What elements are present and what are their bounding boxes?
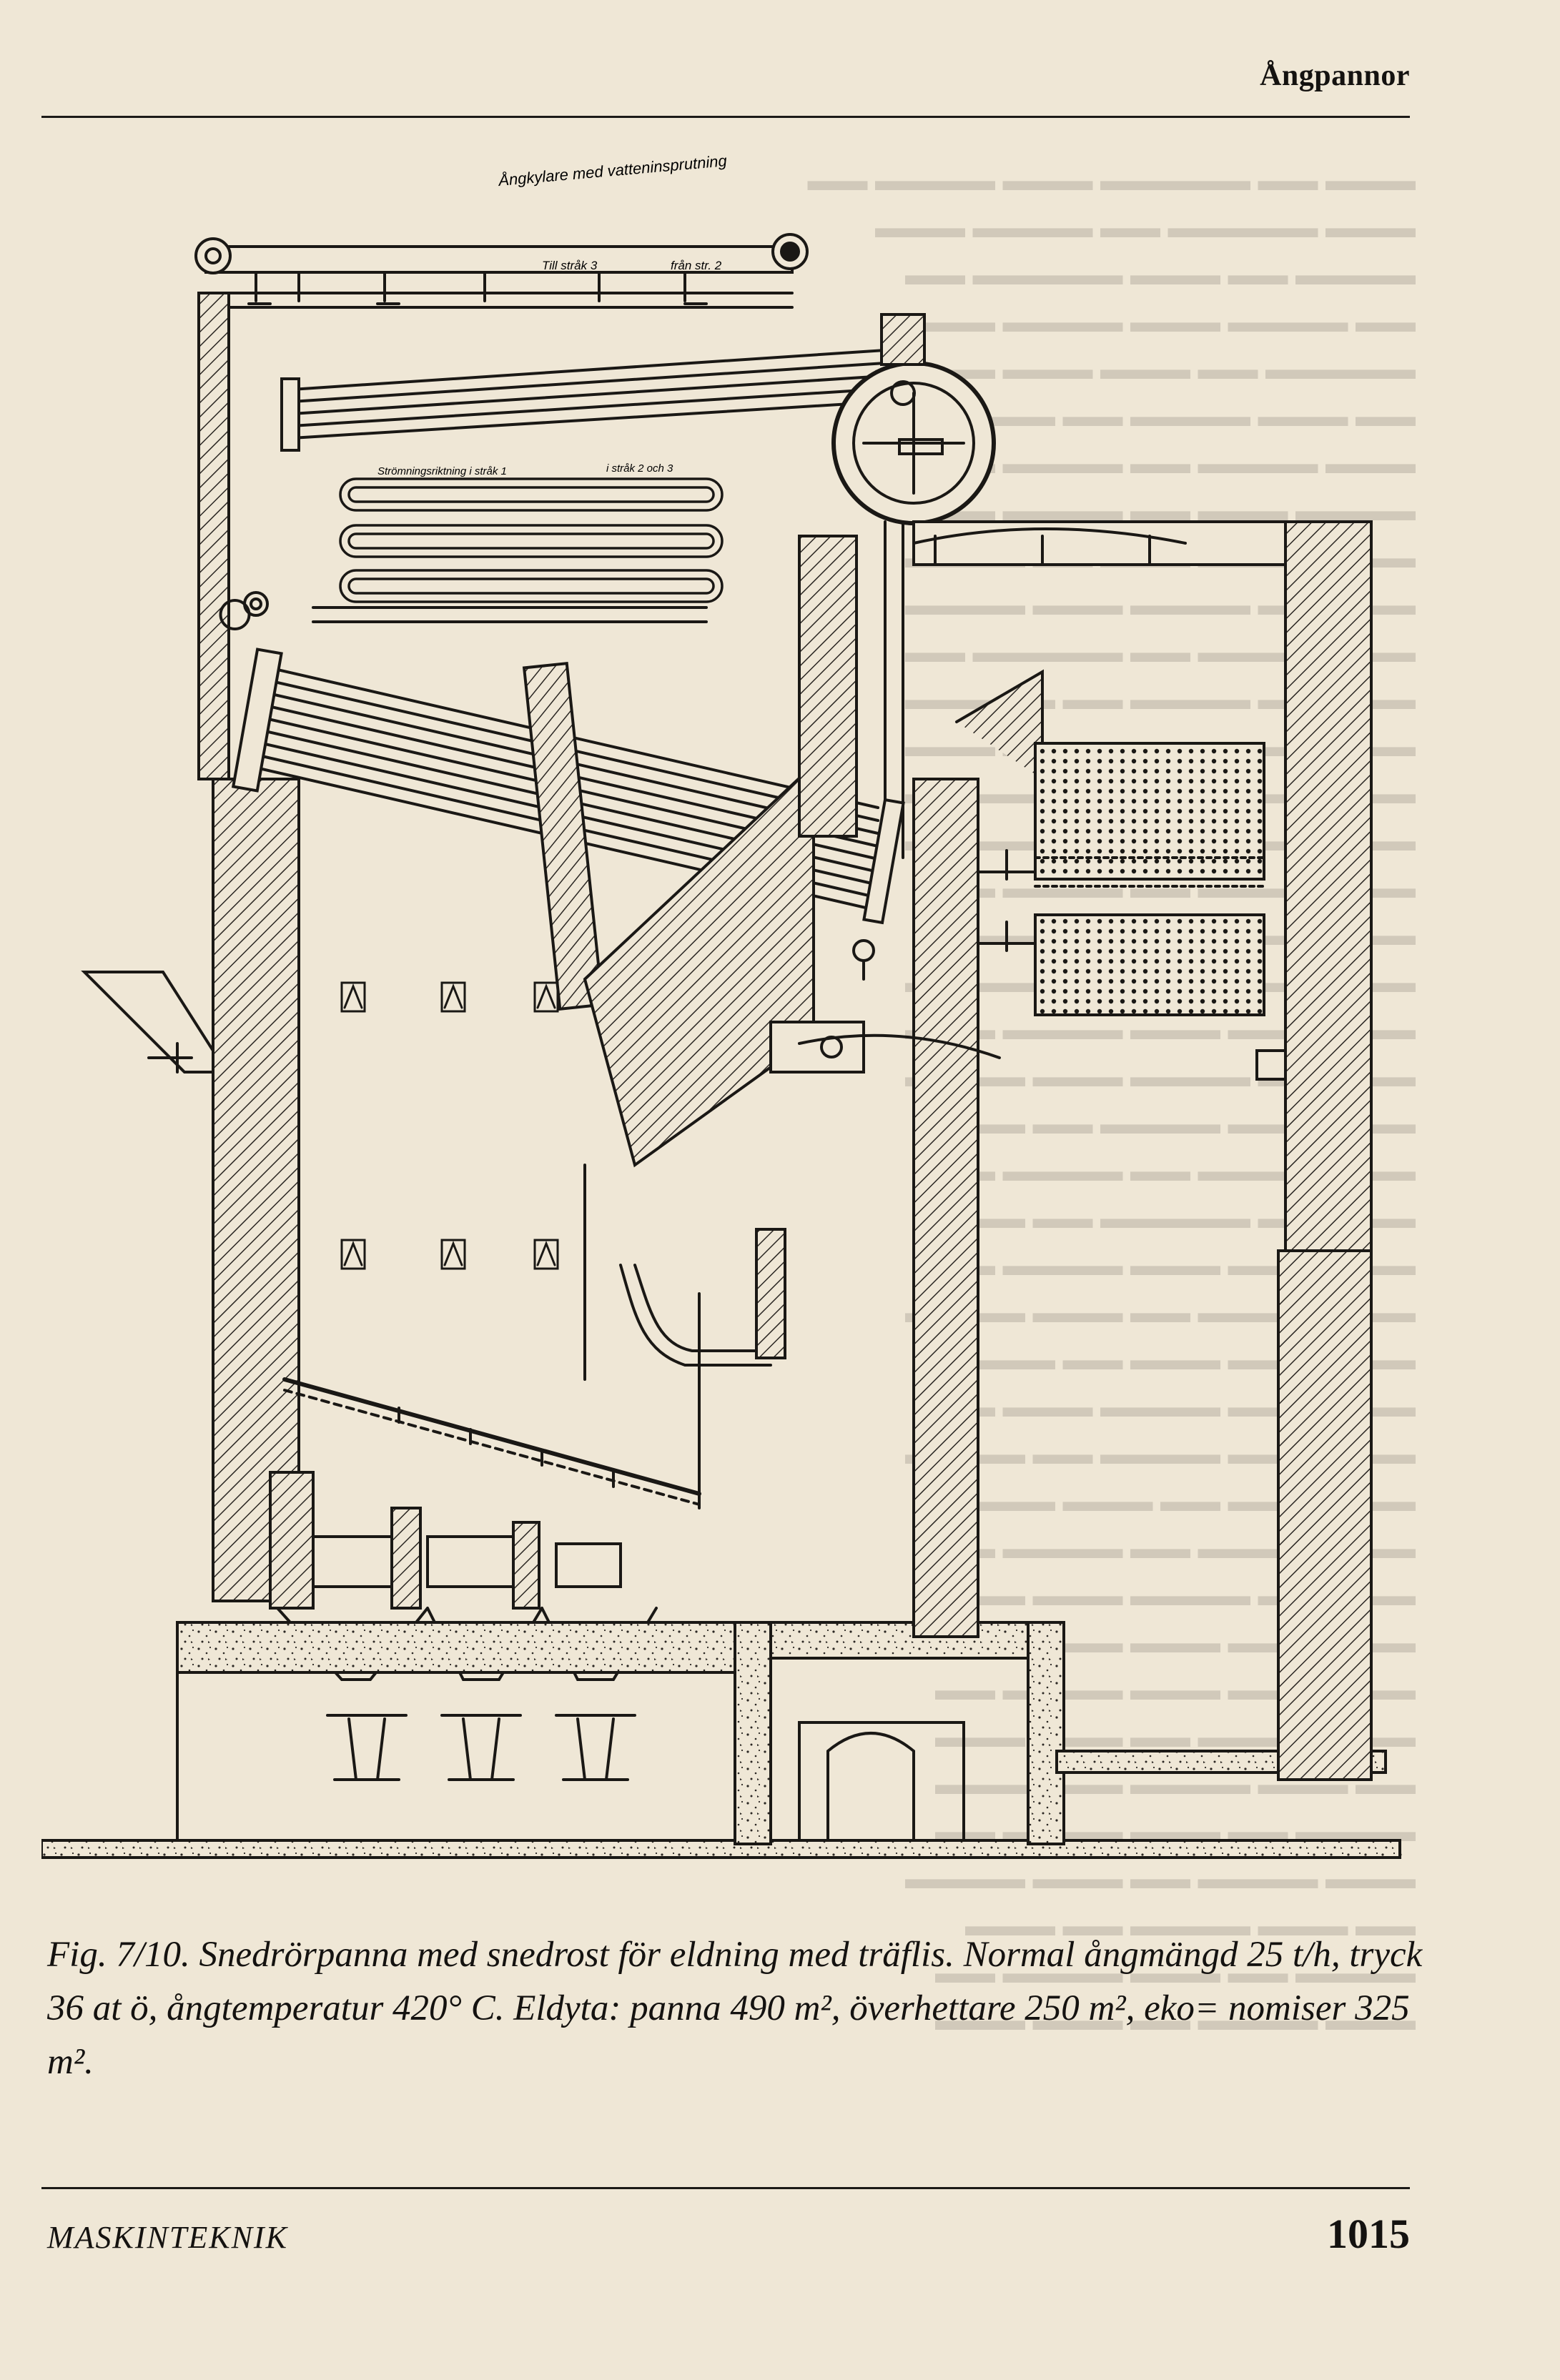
running-header: Ångpannor bbox=[1260, 59, 1410, 92]
footer-rule bbox=[41, 2187, 1410, 2189]
to-pass-3-label: Till stråk 3 bbox=[542, 259, 598, 272]
boiler-cross-section-drawing: Ångkylare med vatteninsprutning Till str… bbox=[41, 152, 1402, 1859]
page-number: 1015 bbox=[1327, 2211, 1410, 2257]
from-pass-2-label: från str. 2 bbox=[671, 259, 722, 272]
flow-direction-label: Strömningsriktning i stråk 1 bbox=[377, 465, 507, 477]
header-rule bbox=[41, 116, 1410, 118]
journal-name: MASKINTEKNIK bbox=[47, 2220, 288, 2255]
attemperator-label: Ångkylare med vatteninsprutning bbox=[496, 152, 728, 189]
figure-caption: Fig. 7/10. Snedrörpanna med snedrost för… bbox=[47, 1935, 1423, 2082]
pass-2-3-label: i stråk 2 och 3 bbox=[606, 462, 673, 475]
